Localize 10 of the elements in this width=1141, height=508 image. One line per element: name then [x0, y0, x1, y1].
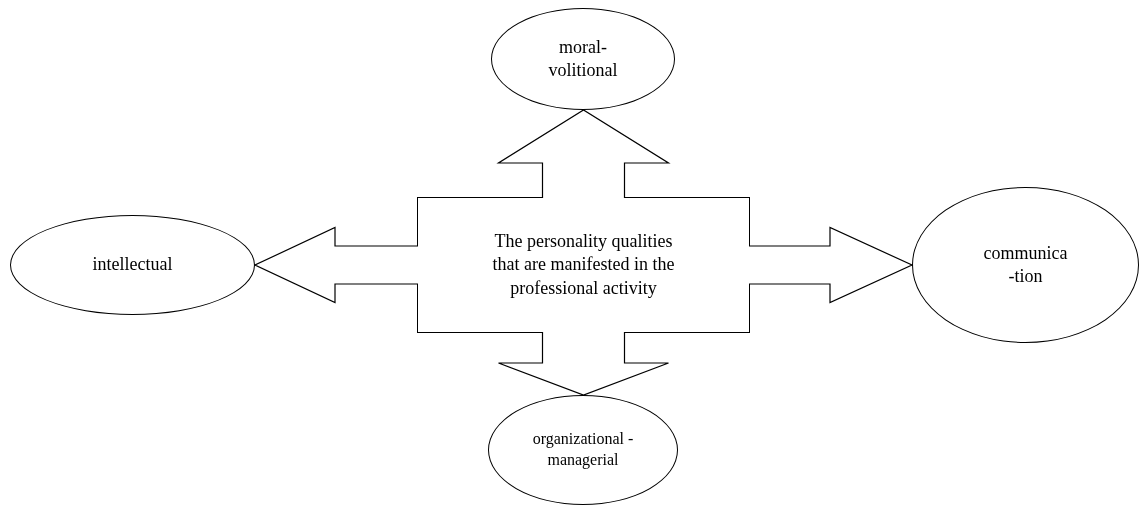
central-block — [417, 197, 750, 333]
node-label: organizational - managerial — [531, 429, 635, 471]
block-arrow — [497, 331, 670, 396]
block-arrow — [748, 226, 914, 304]
node-label: The personality qualities that are manifested in the professional activity — [491, 229, 676, 300]
node-label: communica -tion — [982, 241, 1069, 288]
node-label: intellectual — [92, 253, 173, 277]
node-label: moral- volitional — [547, 35, 619, 82]
block-arrow — [496, 109, 671, 199]
block-arrow — [253, 226, 419, 304]
